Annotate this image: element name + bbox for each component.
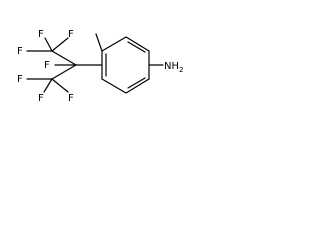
central-to-lower-cf3-bond: [51, 64, 77, 80]
ring-bond-4: [125, 78, 150, 94]
ring-bond-1: [101, 36, 127, 52]
lower-cf3-f2-bond: [43, 78, 53, 93]
ring-double-bond-2: [127, 77, 146, 89]
fluorine-label-top-right: F: [68, 29, 74, 40]
fluorine-label-bottom-right: F: [68, 93, 74, 104]
lower-cf3-f3-bond: [51, 78, 69, 93]
upper-cf3-f2-bond: [44, 37, 53, 52]
ring-double-bond-1: [127, 41, 146, 53]
fluorine-label-upper-left: F: [17, 46, 23, 57]
fluorine-label-bottom-left: F: [38, 93, 44, 104]
central-to-upper-cf3-bond: [51, 50, 77, 66]
ring-bond-2: [125, 36, 150, 52]
amine-label-subscript: 2: [179, 66, 183, 74]
fluorine-label-top-left: F: [38, 29, 44, 40]
bond-lines: [26, 33, 164, 94]
ring-bond-5: [101, 78, 127, 94]
methyl-bond: [95, 33, 103, 52]
amine-label-nh: NH: [164, 61, 179, 72]
atom-labels: F F F F F F F NH2: [17, 29, 183, 104]
amine-label: NH2: [164, 61, 183, 74]
fluorine-label-lower-left: F: [17, 74, 23, 85]
structure-diagram: F F F F F F F NH2: [17, 29, 183, 104]
fluorine-label-center: F: [44, 60, 50, 71]
upper-cf3-f3-bond: [51, 37, 69, 52]
